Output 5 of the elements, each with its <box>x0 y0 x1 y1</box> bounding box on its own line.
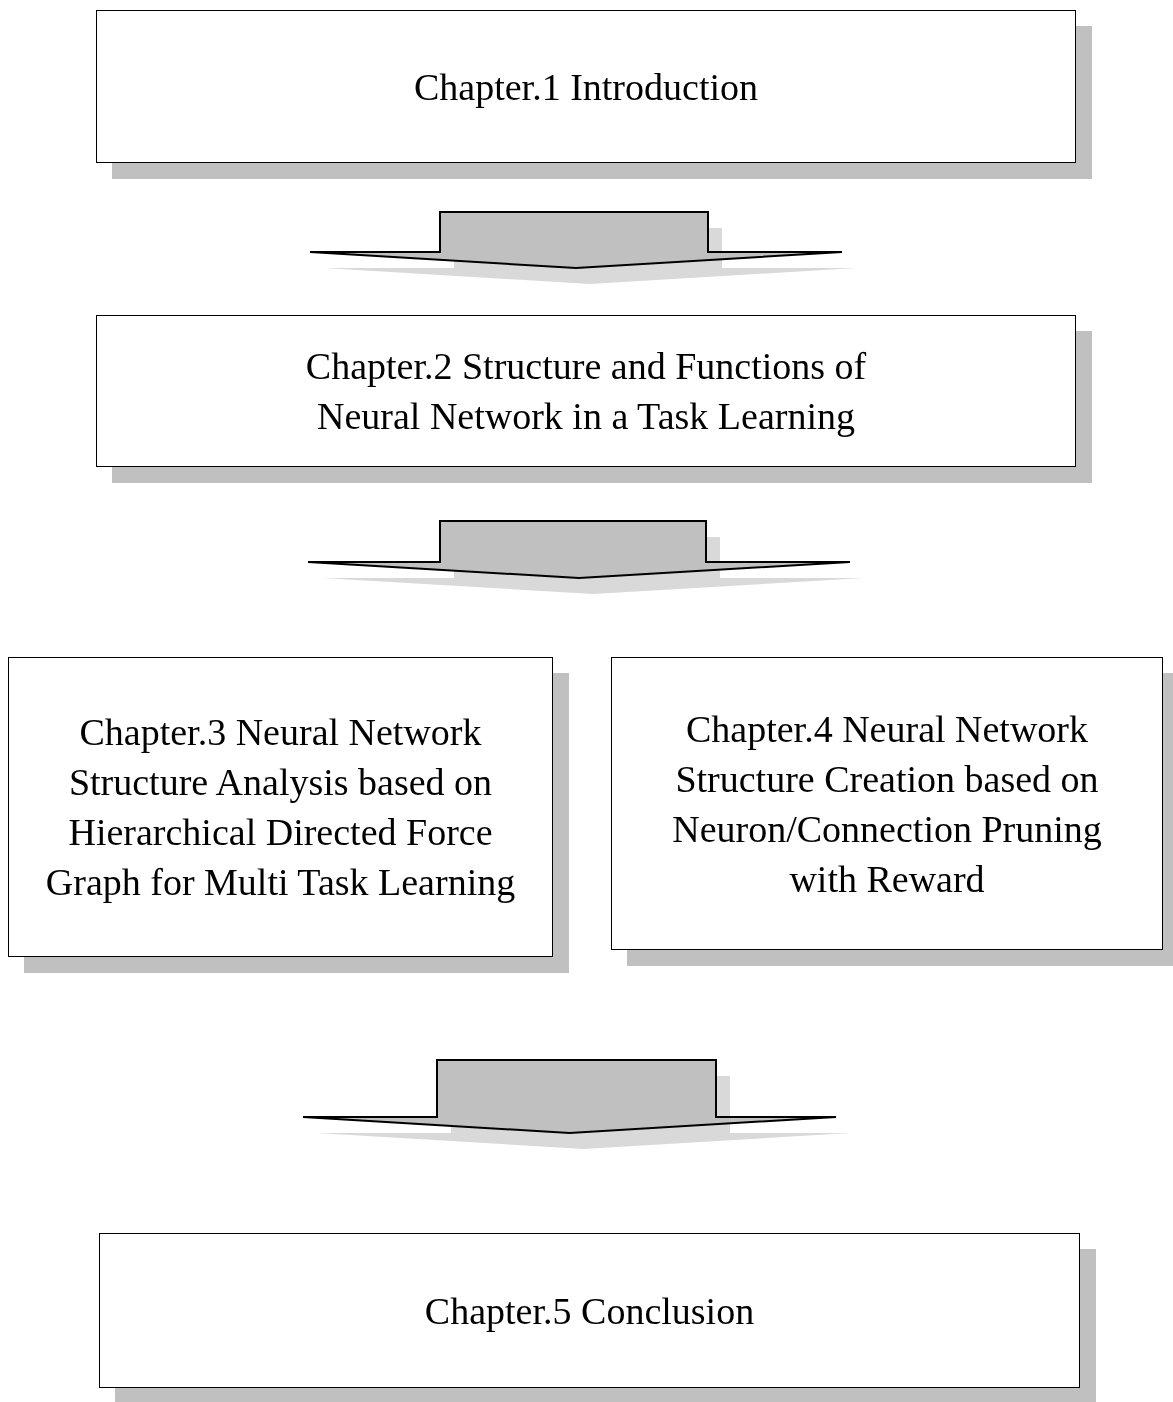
chapter-title: Chapter.1 Introduction <box>413 64 758 110</box>
chapter-title: Chapter.3 Neural Network Structure Analysis based on Hierarchical Directed Force Graph for Multi Task Learning <box>45 710 516 905</box>
chapter-title: Chapter.2 Structure and Functions of Neural Network in a Task Learning <box>304 344 868 439</box>
chapter-title: Chapter.5 Conclusion <box>424 1288 755 1334</box>
chapter-title: Chapter.4 Neural Network Structure Creation based on Neuron/Connection Pruning with Reward <box>671 706 1103 902</box>
